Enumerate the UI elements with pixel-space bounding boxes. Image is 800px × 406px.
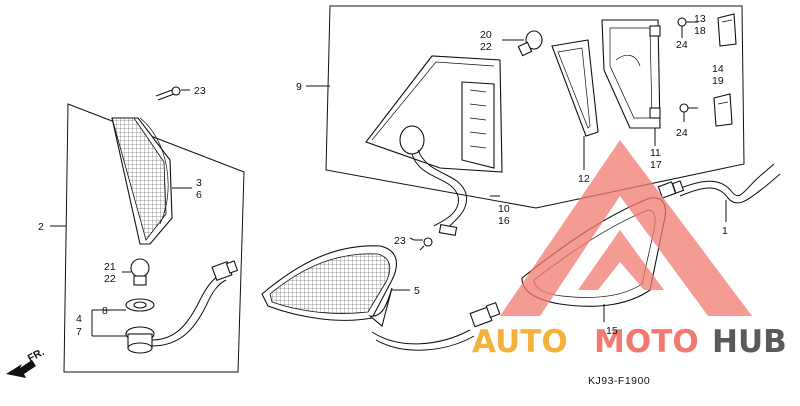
label-1: 1	[722, 225, 728, 237]
screw-24-bottom	[679, 103, 698, 122]
label-24-bottom: 24	[676, 127, 688, 139]
bulb-20	[502, 30, 543, 57]
bulb-21	[122, 258, 150, 286]
label-18: 18	[694, 25, 706, 37]
label-19: 19	[712, 75, 724, 87]
label-3: 3	[196, 177, 202, 189]
label-6: 6	[196, 189, 202, 201]
label-2: 2	[38, 221, 44, 233]
label-22-left: 22	[104, 273, 116, 285]
lens-11	[601, 19, 661, 146]
label-16: 16	[498, 215, 510, 227]
watermark-word-2: MOTO	[594, 324, 699, 360]
label-23-mid: 23	[394, 235, 406, 247]
label-15: 15	[606, 325, 618, 337]
direction-label: FR.	[26, 346, 47, 365]
label-22-top: 22	[480, 41, 492, 53]
socket-7	[125, 273, 227, 354]
label-20: 20	[480, 29, 492, 41]
label-11: 11	[650, 147, 661, 159]
diagram-code: KJ93-F1900	[588, 375, 650, 387]
label-23-top: 23	[194, 85, 206, 97]
connector-left	[211, 260, 239, 282]
clip-14	[713, 93, 733, 127]
label-7: 7	[76, 326, 82, 338]
label-9: 9	[296, 81, 302, 93]
housing-10	[365, 55, 503, 236]
leader-lines	[50, 85, 415, 241]
clip-13	[717, 13, 737, 47]
front-lens-3	[111, 117, 192, 245]
label-10: 10	[498, 203, 510, 215]
label-5: 5	[414, 285, 420, 297]
label-17: 17	[650, 159, 662, 171]
washer-8	[125, 298, 155, 312]
gasket-12	[551, 39, 599, 170]
part-labels: 23 3 6 2 21 22 8 4 7 5 23 9 20 22 10 16 …	[38, 13, 728, 387]
label-13: 13	[694, 13, 706, 25]
left-group-frame	[63, 103, 245, 373]
front-direction-arrow: FR.	[6, 346, 46, 378]
front-lens-5	[261, 245, 501, 351]
screw-23-mid	[414, 237, 433, 251]
label-8: 8	[102, 305, 108, 317]
label-14: 14	[712, 63, 724, 75]
screw-23-top	[155, 86, 190, 101]
label-21: 21	[104, 261, 116, 273]
label-12: 12	[578, 173, 590, 185]
watermark-word-3: HUB	[712, 324, 787, 360]
watermark-logo: AUTO MOTO HUB	[472, 140, 787, 360]
screw-24-top	[677, 17, 698, 38]
label-24-top: 24	[676, 39, 688, 51]
watermark-word-1: AUTO	[472, 324, 568, 360]
label-4: 4	[76, 313, 82, 325]
wire-harness-1	[657, 163, 781, 222]
bracket-4-7	[91, 309, 126, 337]
